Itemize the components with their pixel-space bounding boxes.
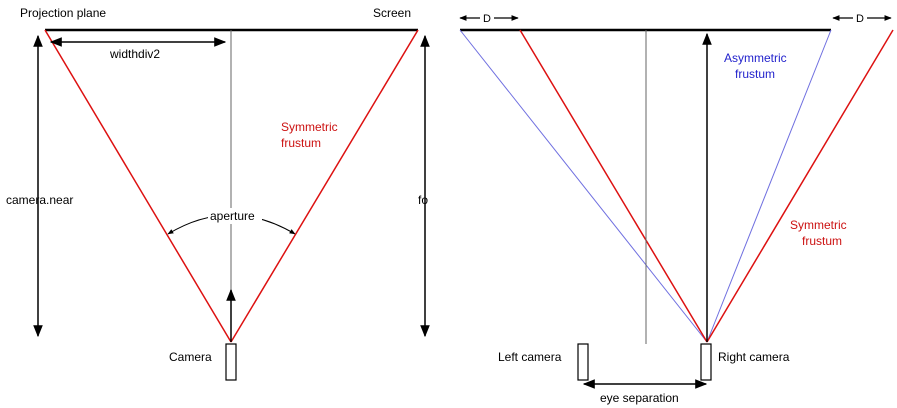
camera-near-label: camera.near — [6, 193, 73, 207]
d-left-label: D — [483, 13, 491, 25]
asymmetric-frustum-left-edge — [459, 29, 708, 343]
right-diagram: D D Asymmetric frustum Symmetric frustum… — [459, 11, 894, 405]
screen-label: Screen — [373, 6, 411, 20]
widthdiv2-label: widthdiv2 — [109, 47, 160, 61]
right-camera-label: Right camera — [718, 350, 790, 364]
symmetric-frustum-label-line1: Symmetric — [790, 218, 847, 232]
right-camera-icon — [700, 343, 712, 381]
aperture-label: aperture — [210, 209, 255, 223]
symmetric-frustum-right-edge — [706, 29, 894, 343]
symmetric-frustum-left-edge — [44, 29, 232, 343]
d-left-label-bg — [480, 11, 494, 25]
left-diagram: Projection plane Screen widthdiv2 camera… — [6, 6, 430, 381]
symmetric-frustum-label-line1: Symmetric — [281, 120, 338, 134]
camera-icon — [225, 343, 237, 381]
aperture-label-bg — [208, 208, 262, 224]
projection-plane-label: Projection plane — [20, 6, 106, 20]
fo-label: fo — [418, 193, 428, 207]
symmetric-frustum-label-line2: frustum — [281, 136, 321, 150]
camera-label: Camera — [169, 350, 212, 364]
symmetric-frustum-left-edge — [519, 29, 708, 343]
eye-separation-label: eye separation — [600, 391, 679, 405]
asymmetric-frustum-label-line2: frustum — [735, 67, 775, 81]
asymmetric-frustum-label-line1: Asymmetric — [724, 51, 787, 65]
asymmetric-frustum-right-edge — [706, 29, 832, 343]
symmetric-frustum-label-line2: frustum — [802, 234, 842, 248]
left-camera-icon — [577, 343, 589, 381]
d-right-label-bg — [853, 11, 867, 25]
left-camera-label: Left camera — [498, 350, 562, 364]
d-right-label: D — [856, 13, 864, 25]
symmetric-frustum-right-edge — [230, 29, 419, 343]
